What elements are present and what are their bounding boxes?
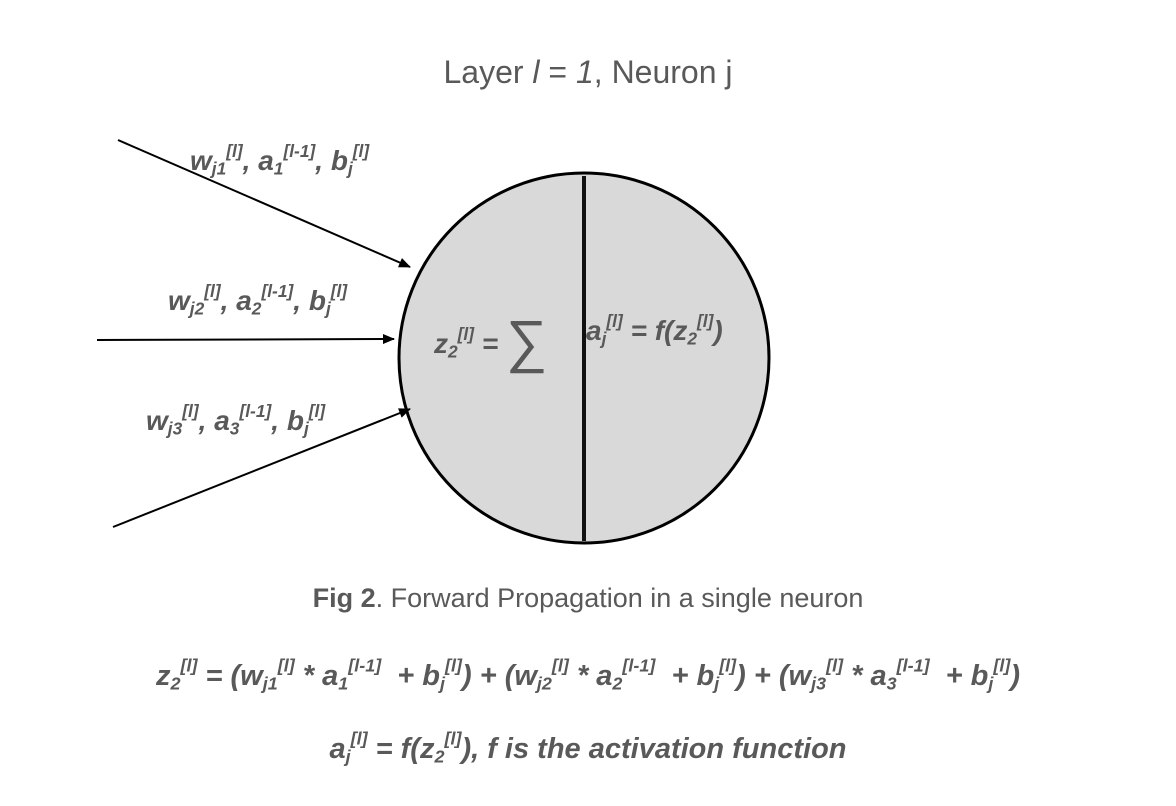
figure-caption: Fig 2. Forward Propagation in a single n… [312,583,864,613]
summation-label: z2[l] = ∑ [434,309,548,374]
input-arrow-2 [96,334,395,345]
input-label-2: wj2[l], a2[l-1], bj[l] [168,280,348,319]
input-arrow-1 [117,139,411,268]
activation-equation: aj[l] = f(z2[l]), f is the activation fu… [329,728,847,767]
weighted-sum-equation: z2[l] = (wj1[l] * a1[l-1] + bj[l]) + (wj… [155,655,1021,694]
input-label-1: wj1[l], a1[l-1], bj[l] [190,140,370,179]
input-arrow-3 [112,408,411,528]
input-label-3: wj3[l], a3[l-1], bj[l] [146,400,326,439]
sigma-icon: ∑ [505,309,548,374]
activation-label: aj[l] = f(z2[l]) [586,310,723,349]
diagram-title: Layer l = 1, Neuron j [443,54,733,90]
